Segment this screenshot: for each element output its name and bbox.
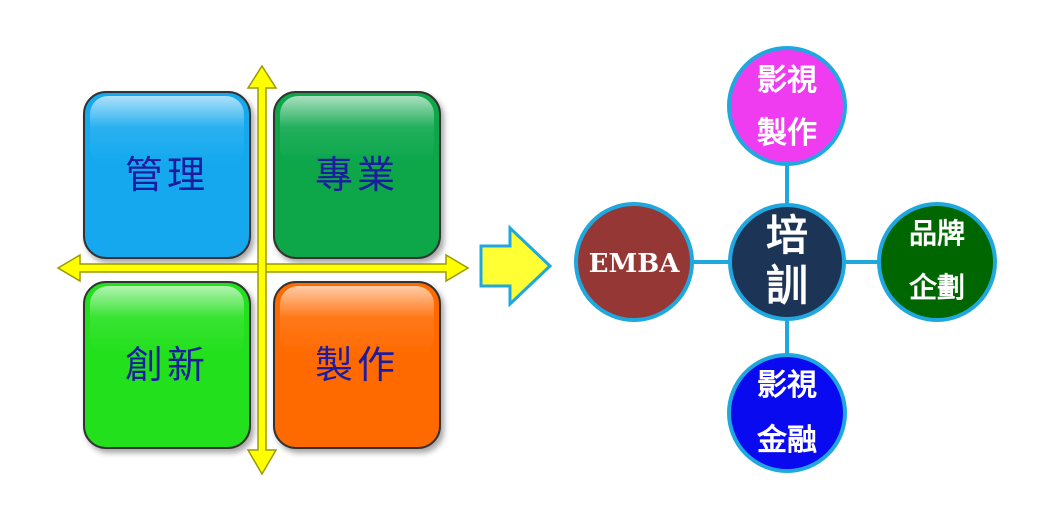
- quadrant-professional-label: 專業: [315, 153, 399, 197]
- bubble-emba-line1: EMBA: [589, 249, 681, 279]
- quadrant-management-label: 管理: [125, 153, 209, 197]
- bubble-film-finance: 影視 金融: [727, 353, 847, 473]
- bubble-film-finance-circle: [727, 353, 847, 473]
- bubble-film-production: 影視 製作: [727, 46, 847, 166]
- bubble-brand-planning-line2: 企劃: [909, 271, 965, 304]
- bubble-film-production-line2: 製作: [757, 116, 817, 151]
- bubble-film-production-circle: [727, 46, 847, 166]
- bubble-emba-circle: [574, 202, 694, 322]
- quadrant-professional: 專業: [273, 91, 441, 259]
- bubble-brand-planning: 品牌 企劃: [877, 202, 997, 322]
- quadrant-innovation: 創新: [83, 281, 251, 449]
- bubble-brand-planning-line1: 品牌: [909, 217, 965, 250]
- vertical-axis-arrow: [246, 64, 278, 476]
- bubble-film-finance-line1: 影視: [757, 368, 817, 403]
- quadrant-production-label: 製作: [315, 343, 399, 387]
- center-node-label-line2: 訓: [766, 261, 808, 310]
- flow-arrow: [479, 224, 553, 308]
- axis-cross: [56, 64, 470, 476]
- bubble-emba: EMBA: [574, 202, 694, 322]
- center-node-circle: [728, 203, 846, 321]
- quadrant-management: 管理: [83, 91, 251, 259]
- center-node-label-line1: 培: [766, 211, 808, 260]
- connectors: [692, 160, 880, 356]
- center-node: 培 訓: [728, 203, 846, 321]
- bubble-brand-planning-circle: [877, 202, 997, 322]
- bubble-film-finance-line2: 金融: [756, 423, 817, 458]
- quadrant-production: 製作: [273, 281, 441, 449]
- bubble-film-production-line1: 影視: [757, 63, 817, 98]
- quadrant-innovation-label: 創新: [125, 343, 209, 387]
